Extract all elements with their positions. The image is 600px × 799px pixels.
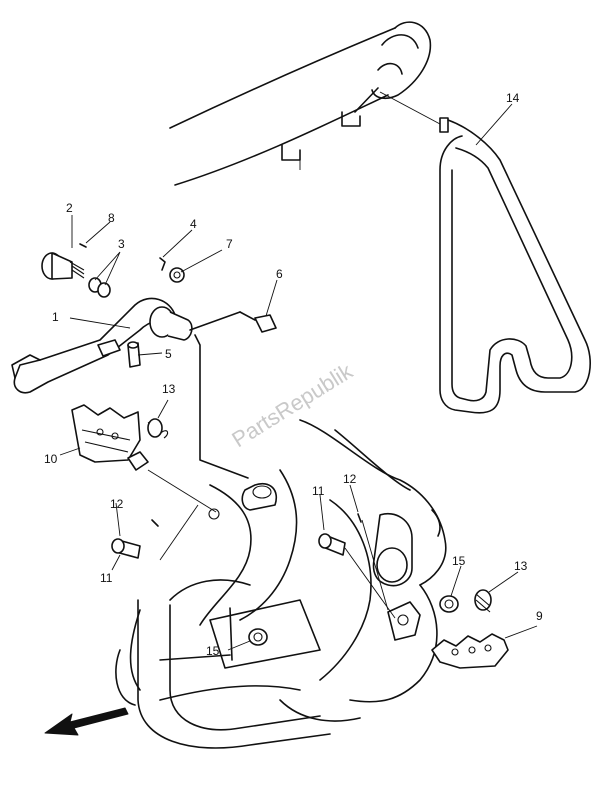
callout-2: 2 — [66, 201, 73, 215]
callout-6: 6 — [276, 267, 283, 281]
callout-9: 9 — [536, 609, 543, 623]
callout-8: 8 — [108, 211, 115, 225]
callout-15-lower: 15 — [206, 644, 220, 658]
left-spring — [147, 418, 169, 439]
callout-12-left: 12 — [110, 497, 124, 511]
engine-case-outline — [115, 419, 447, 722]
callout-labels: 1 2 3 4 5 6 7 8 9 10 11 11 12 12 13 13 1… — [44, 91, 543, 658]
lower-frame-tube — [137, 599, 331, 749]
leader-lines — [59, 91, 538, 651]
pivot-bolt — [41, 252, 85, 280]
callout-11-right: 11 — [312, 484, 325, 498]
callout-12-right: 12 — [343, 472, 357, 486]
clevis-pin — [127, 341, 141, 368]
callout-15-right: 15 — [452, 554, 466, 568]
callout-3: 3 — [118, 237, 125, 251]
callout-14: 14 — [506, 91, 520, 105]
right-spring — [474, 589, 492, 613]
callout-13-right: 13 — [514, 559, 528, 573]
callout-11-left: 11 — [100, 571, 113, 585]
watermark: PartsRepublik — [227, 358, 357, 452]
callout-4: 4 — [190, 217, 197, 231]
small-hardware — [79, 243, 185, 283]
watermark-text: PartsRepublik — [227, 358, 357, 452]
left-footrest — [71, 404, 149, 471]
right-footrest — [431, 633, 509, 669]
rear-frame — [169, 21, 432, 186]
front-direction-arrow-icon — [44, 707, 129, 736]
callout-5: 5 — [165, 347, 172, 361]
brake-pedal — [11, 297, 193, 394]
left-bolt — [111, 519, 159, 559]
callout-7: 7 — [226, 237, 233, 251]
washer-right — [439, 595, 459, 613]
brake-rod — [194, 334, 249, 479]
callout-10: 10 — [44, 452, 58, 466]
washer-lower — [248, 628, 268, 646]
callout-13-left: 13 — [162, 382, 176, 396]
rod-pin — [189, 311, 277, 333]
rear-stand — [439, 117, 591, 414]
right-footrest-bracket — [387, 601, 421, 641]
callout-1: 1 — [52, 310, 59, 324]
right-bolt — [318, 513, 362, 556]
washers — [88, 277, 111, 298]
